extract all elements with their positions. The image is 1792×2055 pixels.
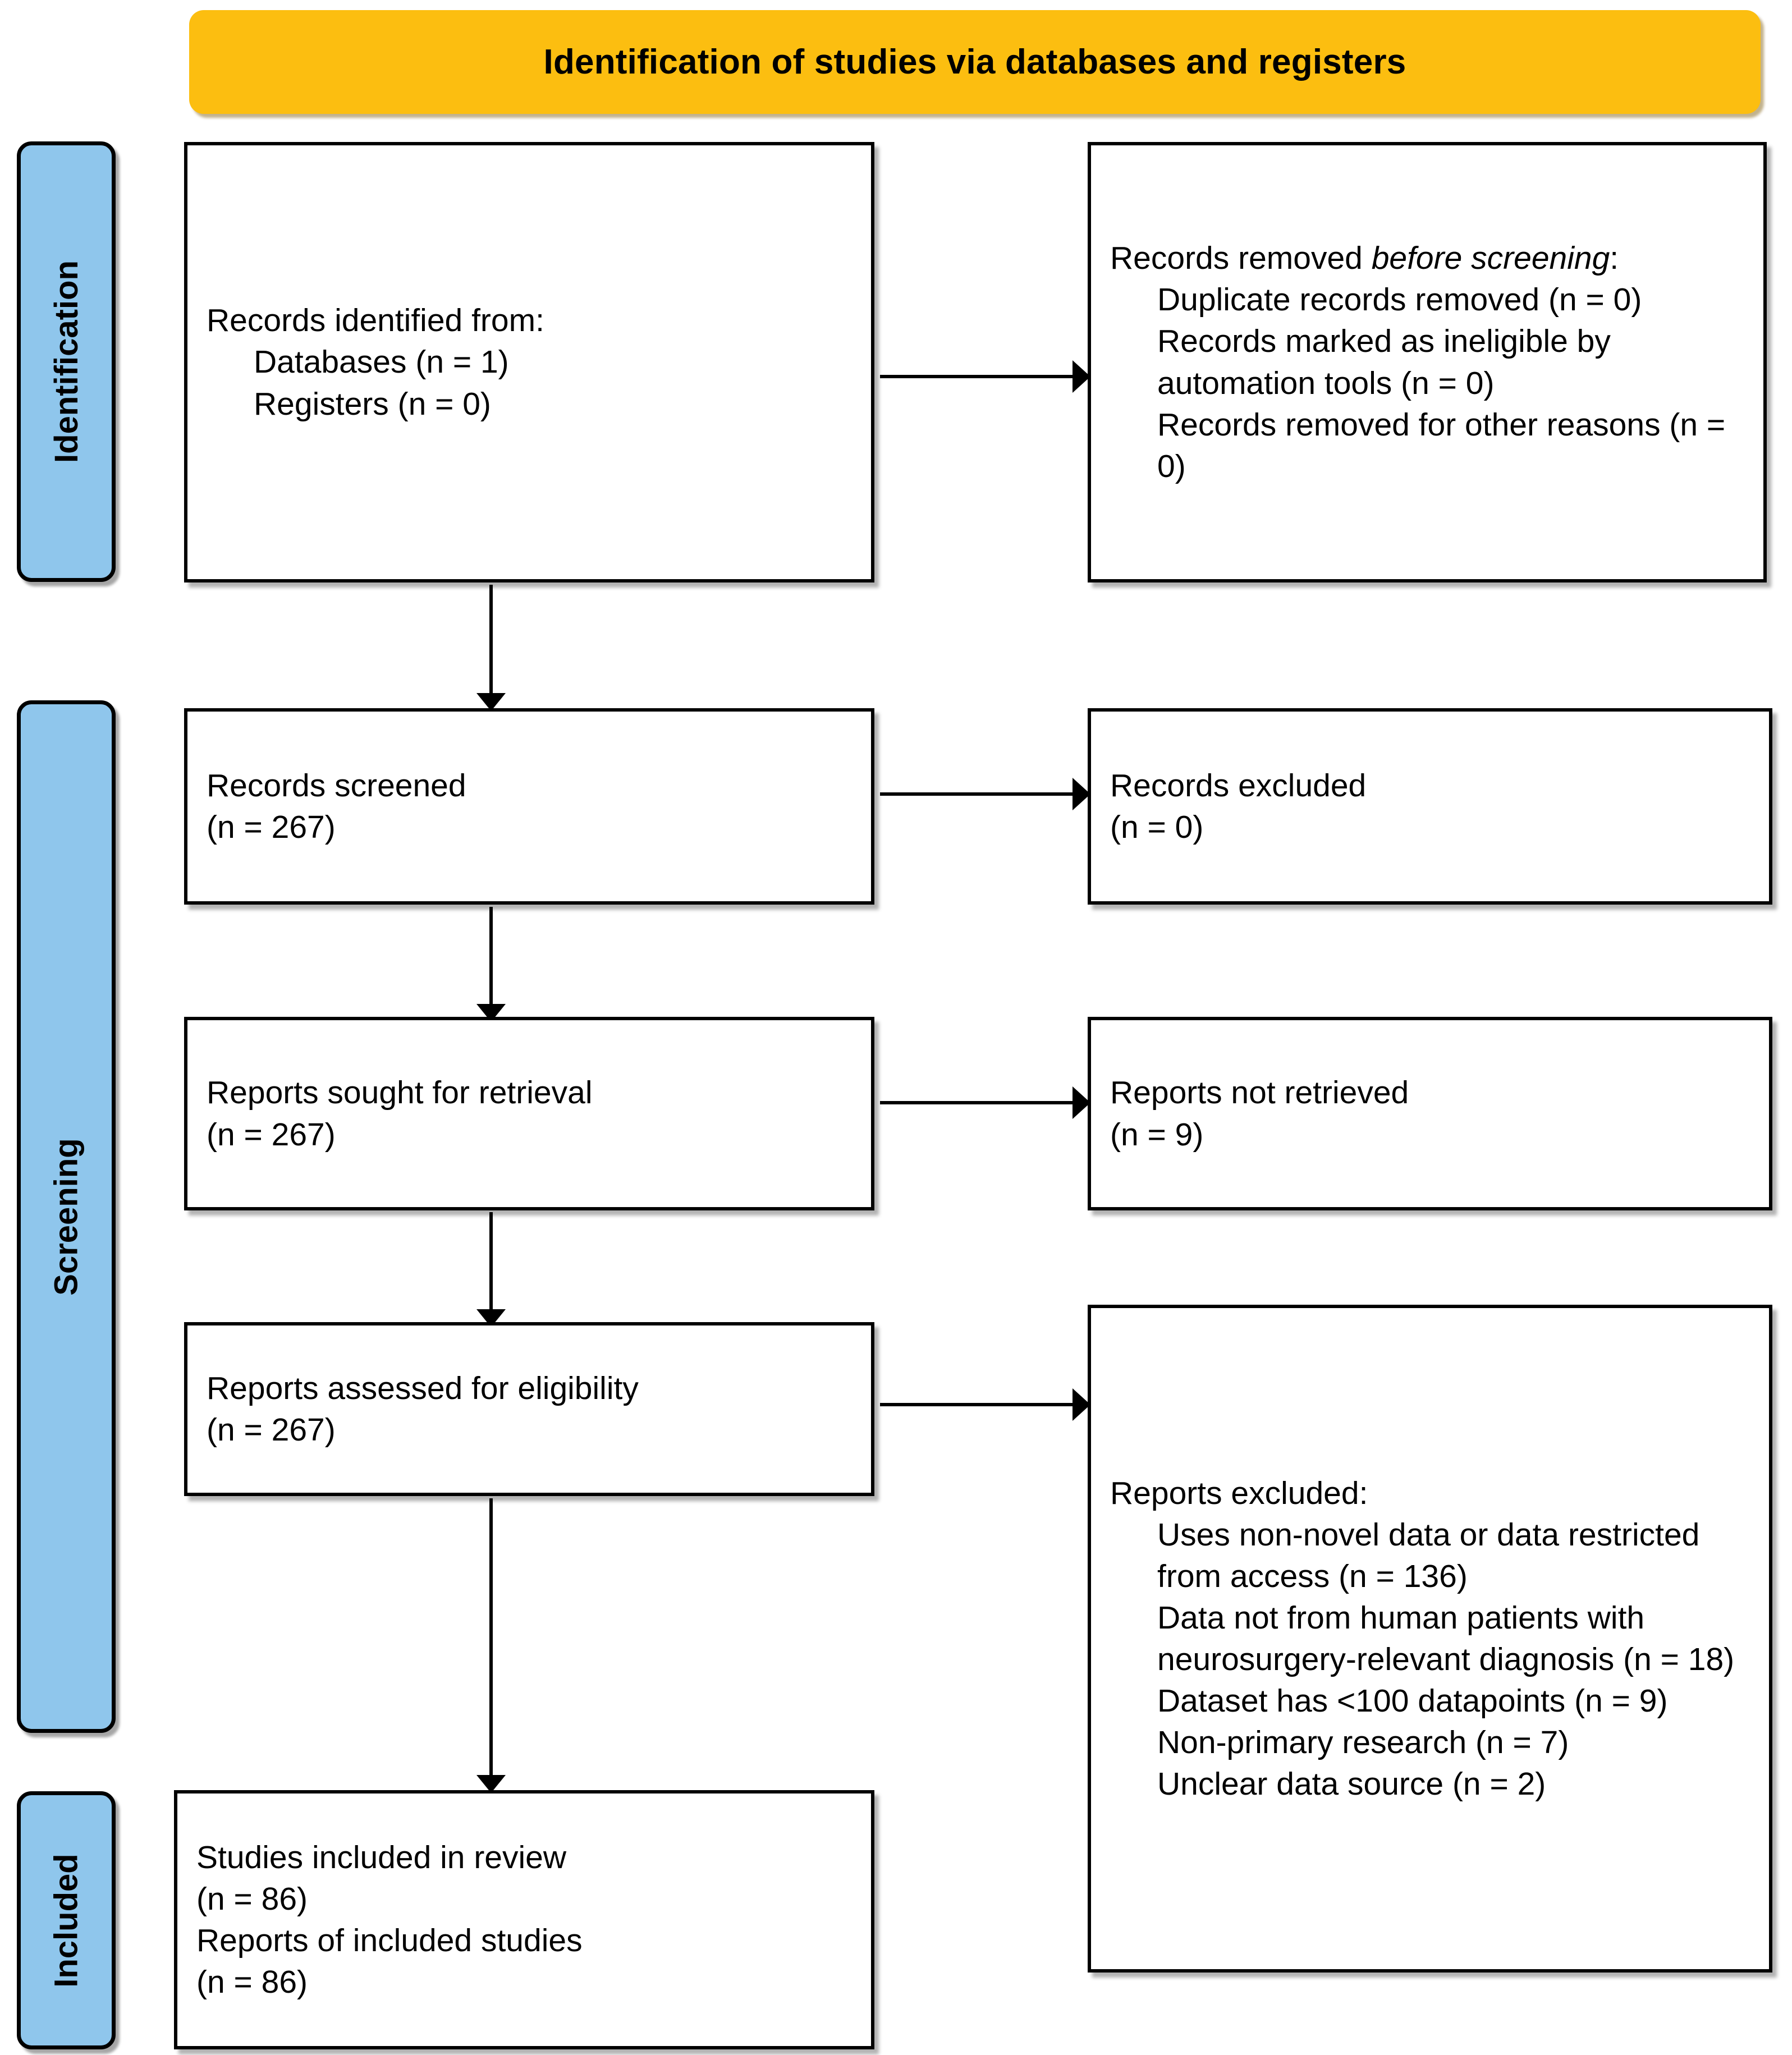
records-excluded-line-0: Records excluded [1110,767,1367,804]
box-reports-not-retrieved: Reports not retrieved (n = 9) [1088,1017,1772,1210]
studies-included-line-2: Reports of included studies [196,1923,583,1958]
records-identified-line-1: Databases (n = 1) [254,344,509,380]
removed-heading-italic: before screening [1371,240,1610,277]
identification-banner: Identification of studies via databases … [189,10,1761,114]
box-records-identified: Records identified from: Databases (n = … [184,142,874,582]
banner-title: Identification of studies via databases … [543,43,1406,81]
stage-label-identification-text: Identification [48,260,85,463]
studies-included-line-1: (n = 86) [196,1880,308,1917]
records-identified-line-0: Records identified from: [207,302,544,339]
removed-reason-2: Records removed for other reasons (n = 0… [1157,406,1735,484]
records-screened-line-0: Records screened [207,767,466,804]
reports-excluded-reason-2: Dataset has <100 datapoints (n = 9) [1157,1683,1668,1719]
removed-heading-plain: Records removed [1110,240,1372,277]
records-screened-line-1: (n = 267) [207,809,336,845]
box-records-excluded: Records excluded (n = 0) [1088,708,1772,905]
reports-sought-line-1: (n = 267) [207,1116,336,1153]
arrow-sought-to-not-retrieved [880,1086,1090,1119]
stage-label-included: Included [17,1791,116,2049]
reports-not-retrieved-line-0: Reports not retrieved [1110,1075,1409,1111]
arrow-sought-to-assessed [476,1212,506,1327]
reports-excluded-reason-4: Unclear data source (n = 2) [1157,1766,1546,1802]
box-records-screened: Records screened (n = 267) [184,708,874,905]
removed-heading: Records removed before screening: [1110,237,1744,279]
arrow-assessed-to-excluded [880,1388,1090,1421]
removed-reason-1: Records marked as ineligible by automati… [1157,323,1620,401]
arrow-screened-to-sought [476,907,506,1022]
arrow-assessed-to-included [476,1498,506,1793]
reports-not-retrieved-line-1: (n = 9) [1110,1116,1204,1153]
studies-included-line-3: (n = 86) [196,1964,308,2001]
records-excluded-line-1: (n = 0) [1110,809,1204,845]
box-studies-included: Studies included in review (n = 86) Repo… [174,1790,874,2049]
reports-excluded-reason-1: Data not from human patients with neuros… [1157,1599,1735,1677]
arrow-identified-to-screened [476,585,506,711]
records-identified-line-2: Registers (n = 0) [254,386,491,422]
reports-sought-line-0: Reports sought for retrieval [207,1075,593,1111]
arrow-identified-to-removed [880,360,1090,393]
stage-label-screening: Screening [17,700,116,1733]
box-reports-assessed: Reports assessed for eligibility (n = 26… [184,1322,874,1496]
stage-label-included-text: Included [48,1853,85,1988]
box-records-removed-before-screening: Records removed before screening: Duplic… [1088,142,1767,582]
stage-label-screening-text: Screening [48,1137,85,1296]
reports-excluded-reason-3: Non-primary research (n = 7) [1157,1724,1569,1761]
arrow-screened-to-excluded [880,778,1090,810]
studies-included-line-0: Studies included in review [196,1839,567,1875]
removed-reason-0: Duplicate records removed (n = 0) [1157,282,1642,318]
reports-excluded-heading: Reports excluded: [1110,1475,1368,1511]
reports-assessed-line-1: (n = 267) [207,1412,336,1448]
box-reports-sought: Reports sought for retrieval (n = 267) [184,1017,874,1210]
box-reports-excluded-reasons: Reports excluded: Uses non-novel data or… [1088,1305,1772,1973]
removed-heading-colon: : [1610,240,1619,277]
stage-label-identification: Identification [17,141,116,582]
reports-excluded-reason-0: Uses non-novel data or data restricted f… [1157,1516,1709,1594]
reports-assessed-line-0: Reports assessed for eligibility [207,1370,639,1406]
